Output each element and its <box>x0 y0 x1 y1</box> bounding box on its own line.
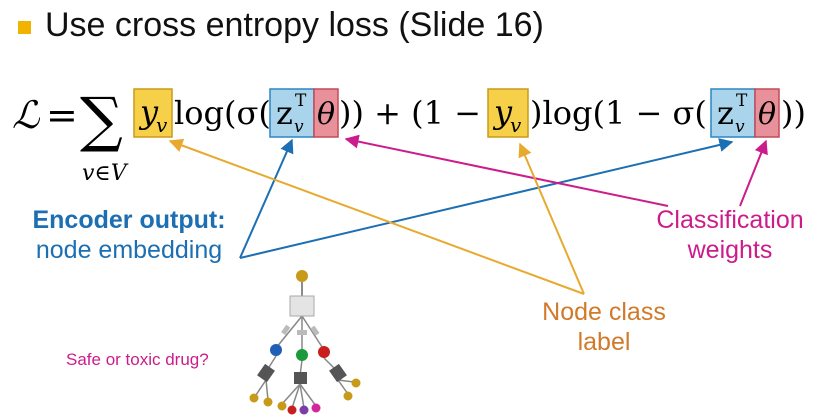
z-box-2 <box>710 88 756 138</box>
sum-symbol: ∑ <box>80 85 123 155</box>
log-open-2: )log(1 − σ( <box>530 94 707 132</box>
bullet-text: Use cross entropy loss (Slide 16) <box>45 6 544 44</box>
label-arrow-2 <box>518 142 585 295</box>
log-open-1: log(σ( <box>174 94 271 132</box>
classification-line-1: Classification <box>656 206 804 234</box>
theta-box-1 <box>313 88 339 138</box>
bullet-square-icon <box>18 21 31 34</box>
loss-symbol: ℒ <box>12 93 41 137</box>
safe-or-toxic-label: Safe or toxic drug? <box>66 350 209 369</box>
label-arrow-1 <box>168 138 585 295</box>
close-end: )) <box>781 94 806 132</box>
y-sub-1: v <box>156 113 168 137</box>
z-sup-1: T <box>295 91 307 111</box>
y-box-2 <box>487 88 529 138</box>
y-var-2: y <box>492 93 513 131</box>
y-var-1: y <box>138 93 159 131</box>
z-var-2: z <box>717 94 734 132</box>
theta-1: θ <box>317 97 335 132</box>
equals-sign: = <box>46 93 78 137</box>
encoder-output-label: Encoder output: node embedding <box>16 206 242 265</box>
encoder-arrow-1 <box>239 138 294 259</box>
theta-box-2 <box>754 88 780 138</box>
theta-2: θ <box>758 97 776 132</box>
node-class-line-2: label <box>577 327 631 356</box>
classification-weights-label: Classification weights <box>630 206 830 265</box>
class-arrow-1 <box>344 134 669 207</box>
node-class-line-1: Node class <box>542 298 666 326</box>
sum-subscript: v∈V <box>82 161 129 186</box>
encoder-output-title: Encoder output: <box>32 206 226 234</box>
node-class-label: Node class label <box>514 298 694 357</box>
z-sub-1: v <box>294 117 304 137</box>
y-box-1 <box>133 88 173 138</box>
y-sub-2: v <box>510 113 522 137</box>
classification-line-2: weights <box>687 235 773 264</box>
encoder-output-subtitle: node embedding <box>35 235 223 264</box>
bullet-item: Use cross entropy loss (Slide 16) <box>18 6 544 45</box>
close-plus: )) + (1 − <box>339 94 481 132</box>
z-var-1: z <box>276 94 293 132</box>
encoder-arrow-2 <box>239 138 734 259</box>
z-sup-2: T <box>736 91 748 111</box>
computation-graph-icon <box>249 270 361 415</box>
class-arrow-2 <box>739 139 768 207</box>
z-sub-2: v <box>735 117 745 137</box>
